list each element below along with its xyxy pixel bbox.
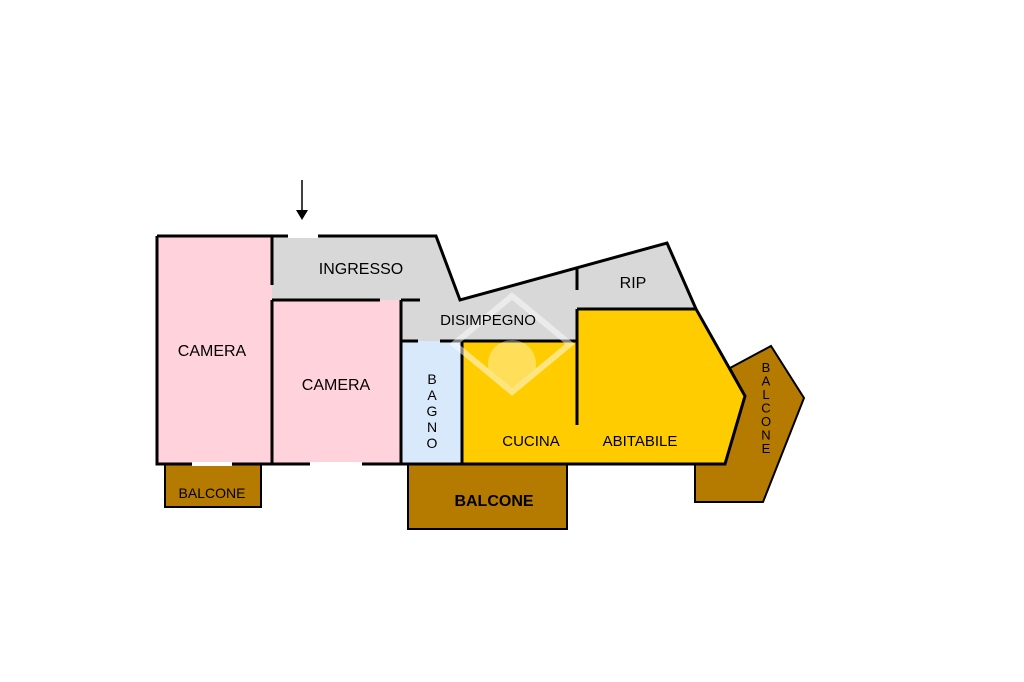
label-camera-2: CAMERA xyxy=(302,377,371,394)
interior-walls xyxy=(270,236,696,464)
room-disimpegno xyxy=(401,268,577,341)
room-bagno xyxy=(401,341,462,464)
room-rip xyxy=(577,243,696,309)
vertical-letter: L xyxy=(762,387,769,402)
vertical-letter: A xyxy=(762,374,771,389)
vertical-letter: E xyxy=(762,441,771,456)
label-balcone-center: BALCONE xyxy=(454,493,533,510)
room-camera-2 xyxy=(272,300,401,464)
arrow-down-icon xyxy=(296,180,308,220)
vertical-letter: N xyxy=(427,419,437,435)
vertical-letter: A xyxy=(427,387,437,403)
door-openings xyxy=(192,234,362,466)
room-abitabile xyxy=(577,309,745,464)
vertical-letter: B xyxy=(427,371,436,387)
label-balcone-left: BALCONE xyxy=(179,485,246,501)
house-logo-icon xyxy=(449,292,575,396)
vertical-letter: O xyxy=(427,435,438,451)
room-ingresso xyxy=(272,236,460,300)
label-disimpegno: DISIMPEGNO xyxy=(440,312,536,329)
vertical-letter: N xyxy=(761,428,770,443)
vertical-letter: G xyxy=(427,403,438,419)
label-cucina: CUCINA xyxy=(502,433,560,450)
label-camera-1: CAMERA xyxy=(178,343,247,360)
vertical-letter: O xyxy=(761,414,771,429)
vertical-letter: C xyxy=(761,401,770,416)
label-abitabile: ABITABILE xyxy=(603,433,678,450)
label-rip: RIP xyxy=(620,275,647,292)
vertical-letter: B xyxy=(762,360,771,375)
label-ingresso: INGRESSO xyxy=(319,261,403,278)
room-camera-1 xyxy=(157,236,272,464)
label-balcone-right: BALCONE xyxy=(761,360,771,456)
